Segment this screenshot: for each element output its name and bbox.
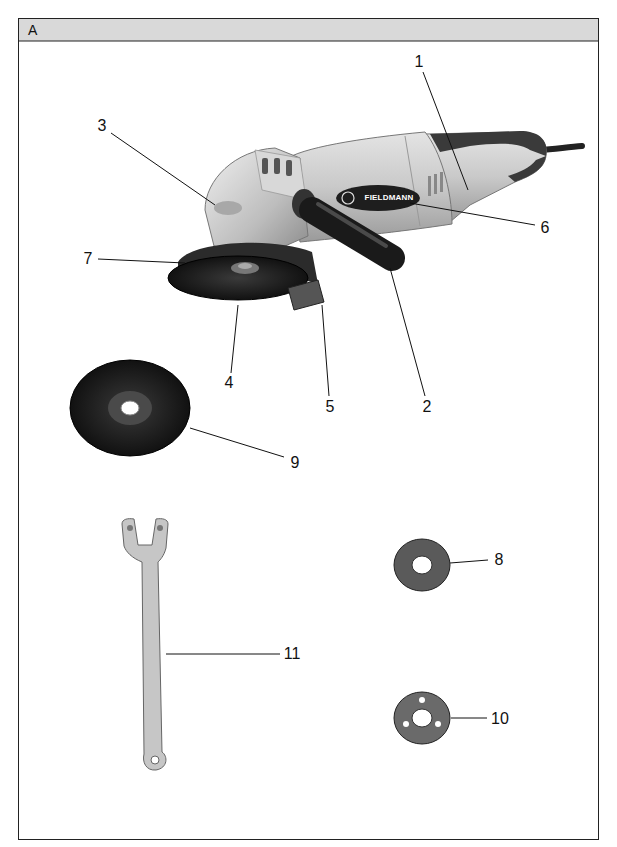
drawing-part — [419, 697, 425, 703]
header-band — [19, 19, 598, 41]
callout-number: 11 — [284, 646, 301, 662]
drawing-part — [122, 519, 168, 770]
drawing-part — [166, 654, 280, 655]
drawing-part — [390, 268, 425, 396]
drawing-part — [428, 172, 443, 196]
drawing-part — [450, 560, 488, 563]
callout-number: 3 — [98, 118, 107, 134]
drawing-part — [151, 756, 159, 764]
callout-number: 9 — [291, 455, 300, 471]
figure-letter: A — [28, 23, 37, 37]
callout-number: 10 — [491, 711, 509, 727]
drawing-part — [410, 203, 535, 225]
drawing-part — [262, 158, 268, 174]
drawing-part — [274, 158, 280, 174]
drawing-part — [108, 391, 152, 425]
drawing-part — [168, 256, 308, 300]
drawing-part — [231, 262, 259, 274]
callout-number: 6 — [541, 220, 550, 236]
drawing-part — [127, 525, 133, 531]
drawing-part — [111, 133, 215, 205]
drawing-part — [394, 539, 450, 591]
drawing-part — [286, 160, 292, 176]
drawing-part — [288, 280, 324, 310]
callout-number: 7 — [84, 251, 93, 267]
drawing-part — [508, 156, 546, 182]
flange-nut — [394, 692, 450, 744]
drawing-part — [98, 259, 185, 263]
drawing-part — [435, 721, 441, 727]
drawing-part — [412, 709, 432, 727]
drawing-part — [157, 525, 163, 531]
drawing-part — [318, 204, 386, 246]
drawing-part — [262, 158, 292, 176]
brand-name: FIELDMANN — [365, 194, 414, 202]
drawing-part — [121, 401, 139, 415]
callout-number: 2 — [423, 399, 432, 415]
callout-number: 8 — [495, 552, 504, 568]
callout-number: 1 — [415, 54, 424, 70]
drawing-part — [423, 72, 468, 190]
inner-flange — [394, 539, 450, 591]
drawing-part — [440, 172, 443, 192]
cutting-disc — [70, 360, 190, 456]
drawing-part — [214, 201, 242, 215]
drawing-part — [322, 305, 329, 396]
drawing-part — [70, 360, 190, 456]
drawing-part — [336, 185, 420, 211]
leader-lines — [98, 72, 535, 718]
page-frame — [19, 19, 599, 840]
drawing-part — [231, 305, 238, 373]
drawing-part — [403, 721, 409, 727]
drawing-part — [405, 136, 420, 226]
drawing-part — [428, 176, 431, 196]
drawing-part — [430, 131, 547, 156]
angle-grinder — [168, 131, 582, 310]
callout-number: 5 — [326, 399, 335, 415]
drawing-part — [412, 556, 432, 574]
drawing-part — [238, 263, 252, 269]
header-rule — [19, 41, 598, 42]
drawing-part — [434, 174, 437, 194]
drawing-part — [190, 428, 284, 457]
drawing-part — [342, 192, 354, 204]
drawing-part — [285, 132, 452, 242]
drawing-part — [312, 210, 392, 258]
drawing-part — [394, 692, 450, 744]
callout-number: 4 — [225, 375, 234, 391]
drawing-part — [451, 718, 487, 719]
pin-spanner — [122, 519, 168, 770]
